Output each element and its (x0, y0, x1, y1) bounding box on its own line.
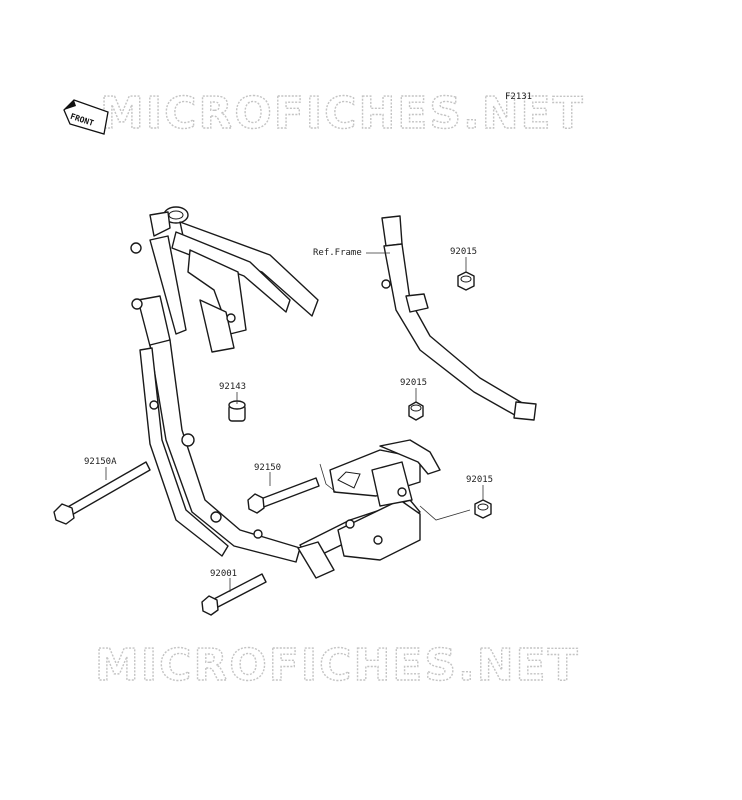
part-label-92143: 92143 (219, 382, 246, 392)
part-label-92015-right: 92015 (466, 475, 493, 485)
part-label-92001: 92001 (210, 569, 237, 579)
nut-92015-right-icon (474, 499, 492, 519)
ref-frame (381, 215, 537, 421)
engine-bracket (329, 439, 441, 561)
front-arrow-icon: FRONT (63, 99, 109, 135)
watermark-top: MICROFICHES.NET (100, 88, 585, 139)
nut-92015-middle-icon (408, 401, 424, 421)
nut-92015-top-icon (457, 271, 475, 291)
part-label-92150: 92150 (254, 463, 281, 473)
part-label-92150a: 92150A (84, 457, 117, 467)
ref-frame-label: Ref.Frame (313, 248, 362, 258)
watermark-bottom: MICROFICHES.NET (95, 640, 580, 691)
part-label-92015-middle: 92015 (400, 378, 427, 388)
diagram-code: F2131 (505, 92, 532, 102)
bolt-92150-icon (247, 477, 320, 514)
part-label-92015-top: 92015 (450, 247, 477, 257)
bolt-92001-icon (201, 573, 267, 616)
leader-lines (105, 252, 484, 592)
collar-92143-icon (228, 400, 246, 422)
bolt-92150a-icon (53, 461, 151, 525)
